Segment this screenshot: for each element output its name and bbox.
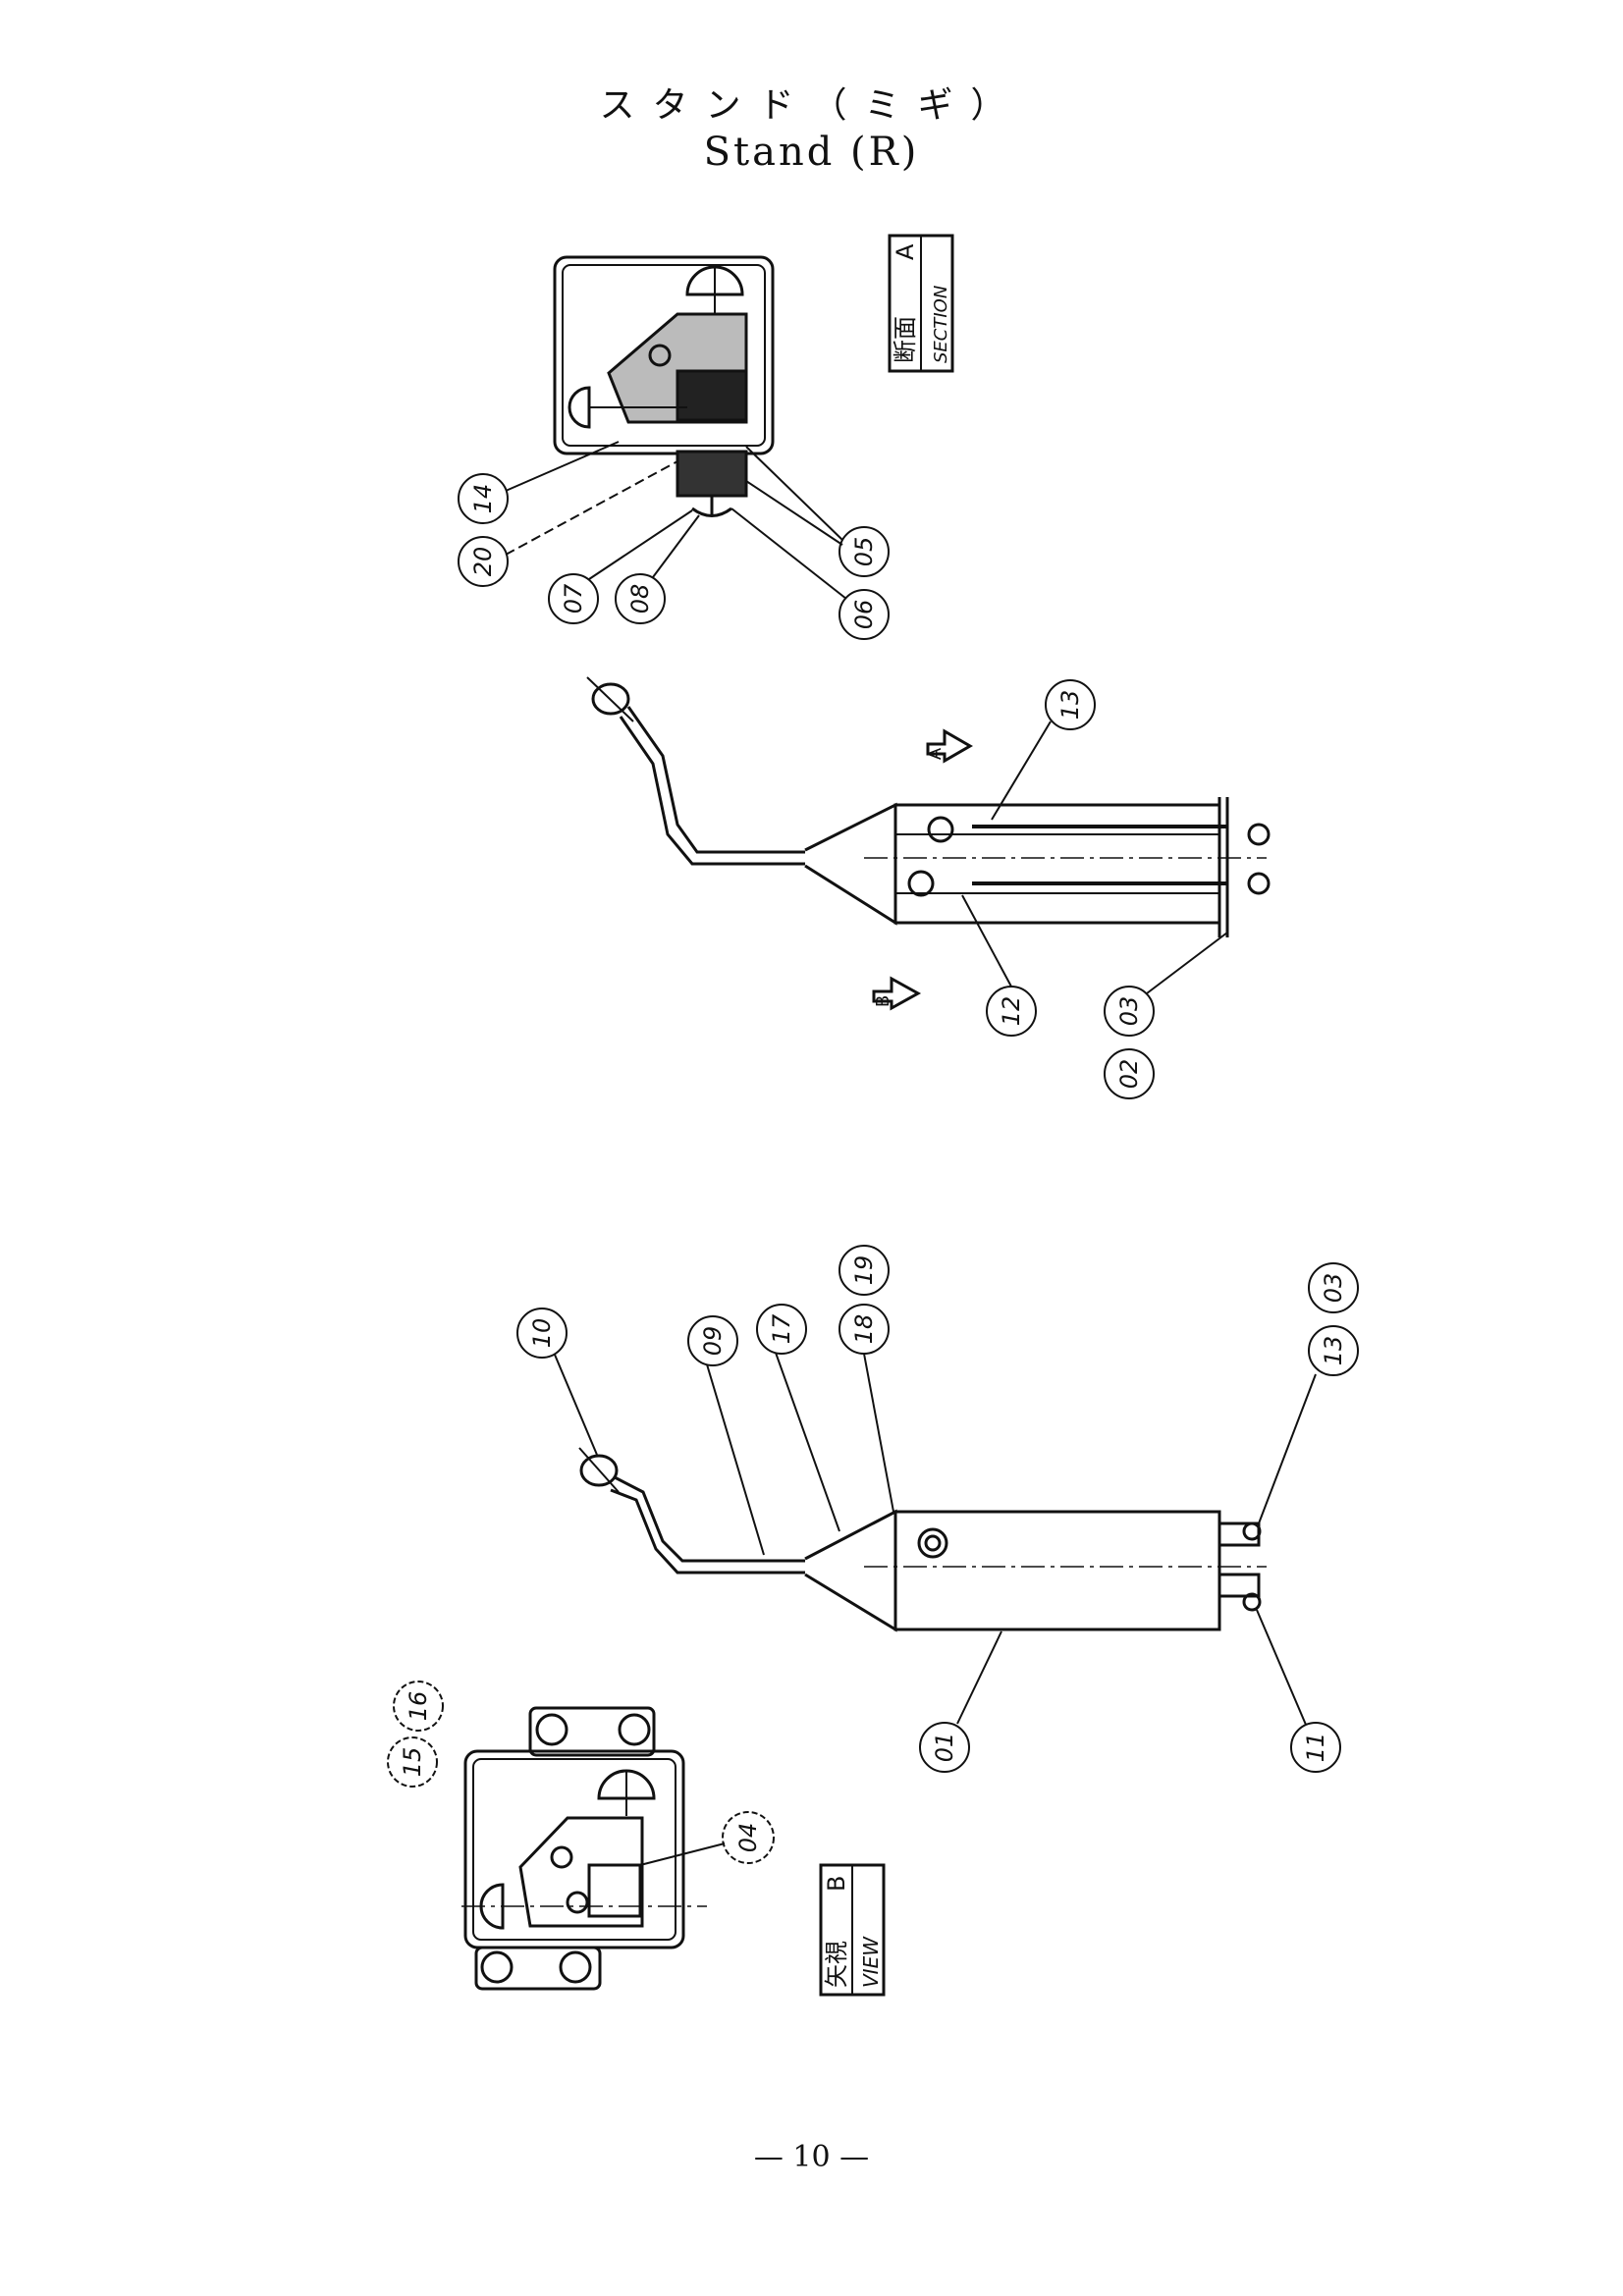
callout-19: 19 (850, 1255, 878, 1286)
callout-07: 07 (560, 583, 587, 614)
title-japanese: スタンド（ミギ） (599, 85, 1024, 126)
callout-03-top: 03 (1115, 996, 1143, 1027)
callout-10: 10 (528, 1318, 556, 1349)
section-label-letter: A (892, 243, 919, 260)
view-label-japanese: 矢視 (823, 1941, 850, 1988)
view-label-letter: B (823, 1876, 850, 1892)
title-english: Stand (R) (703, 130, 920, 175)
arrow-marker-b: B (873, 995, 893, 1007)
callout-04: 04 (734, 1823, 762, 1853)
callout-18: 18 (850, 1314, 878, 1345)
stand-top-view (586, 676, 1271, 1011)
section-label-english: SECTION (931, 286, 951, 363)
callout-11: 11 (1302, 1733, 1329, 1763)
callout-05: 05 (850, 537, 878, 567)
callout-15: 15 (399, 1747, 426, 1778)
callout-13-bottom: 13 (1320, 1336, 1347, 1366)
callout-14: 14 (469, 484, 497, 514)
callout-06: 06 (850, 600, 878, 630)
callout-16: 16 (405, 1691, 432, 1722)
section-label-japanese: 断面 (892, 316, 919, 363)
page-number: — 10 — (753, 2140, 870, 2174)
callout-20: 20 (469, 547, 497, 577)
view-b-detail (461, 1706, 707, 1991)
view-label-english: VIEW (859, 1936, 883, 1988)
callout-03-bottom: 03 (1320, 1273, 1347, 1304)
callout-17: 17 (768, 1313, 795, 1344)
view-b-label-box (819, 1863, 886, 1997)
arrow-marker-a: A (925, 747, 946, 760)
callout-12: 12 (998, 996, 1025, 1027)
section-a-detail (553, 255, 775, 517)
callout-08: 08 (626, 584, 654, 614)
stand-side-view (578, 1447, 1267, 1632)
callout-01: 01 (931, 1733, 958, 1763)
section-a-label-box (888, 234, 954, 373)
callout-09: 09 (699, 1326, 727, 1357)
callout-13-top: 13 (1056, 690, 1084, 721)
callout-02: 02 (1115, 1059, 1143, 1090)
